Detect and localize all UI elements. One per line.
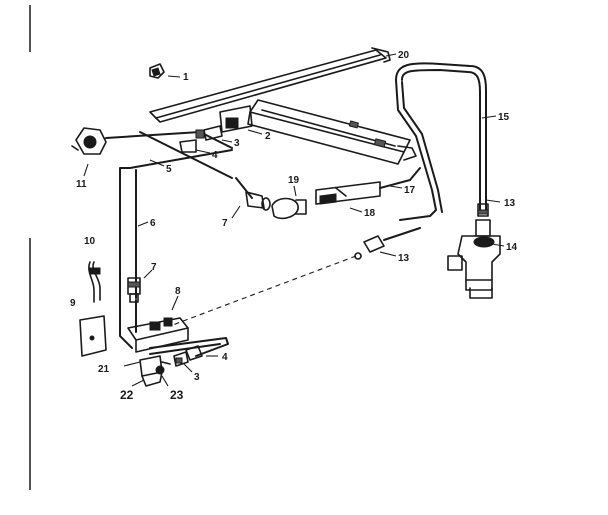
- callout-22: 22: [120, 388, 134, 402]
- fitting-part-4-lower: [185, 345, 203, 361]
- callout-2: 2: [265, 131, 271, 142]
- clip-part-1: [149, 63, 165, 79]
- callout-20: 20: [398, 50, 410, 61]
- tube-to-fittings-lower: [149, 337, 229, 357]
- callout-23: 23: [170, 388, 184, 402]
- fitting-part-3-lower: [173, 351, 189, 367]
- callout-13-upper: 13: [504, 198, 516, 209]
- callout-11: 11: [76, 179, 87, 190]
- burner-rail-part-20: [149, 47, 391, 123]
- gas-tube-part-5: [105, 131, 253, 301]
- callout-7-upper: 7: [222, 218, 228, 229]
- callout-4-lower: 4: [222, 352, 228, 363]
- plate-part-9: [79, 315, 107, 357]
- fitting-part-7-upper: [245, 191, 271, 211]
- callout-7-lower: 7: [151, 262, 157, 273]
- callout-13-lower: 13: [398, 253, 410, 264]
- callout-8: 8: [175, 286, 181, 297]
- small-burner-part-18: [315, 181, 381, 205]
- burner-bar-part-2: [219, 99, 417, 165]
- tube-part-17: [379, 167, 421, 189]
- dashed-gas-line: [169, 255, 357, 327]
- callout-15: 15: [498, 112, 510, 123]
- callout-5: 5: [166, 164, 172, 175]
- orifice-elbow-part-19: [271, 197, 307, 220]
- leader-lines: [83, 53, 505, 387]
- regulator-part-14: [447, 219, 501, 299]
- callout-1: 1: [183, 72, 189, 83]
- callout-6: 6: [150, 218, 156, 229]
- valve-knob-part-11: [71, 127, 107, 155]
- callout-3-upper: 3: [234, 138, 240, 149]
- callout-18: 18: [364, 208, 376, 219]
- callout-3-lower: 3: [194, 372, 200, 383]
- valve-body-parts-21-22-23: [139, 355, 171, 387]
- gas-tube-part-15: [395, 62, 487, 221]
- tube-part-6: [119, 299, 137, 349]
- callout-17: 17: [404, 185, 416, 196]
- callout-19: 19: [288, 175, 300, 186]
- callout-14: 14: [506, 242, 518, 253]
- callout-4-upper: 4: [212, 150, 218, 161]
- callout-10: 10: [84, 236, 96, 247]
- fitting-part-3-upper: [195, 125, 223, 141]
- callout-9: 9: [70, 298, 76, 309]
- thermocouple-clip-part-10: [88, 261, 101, 303]
- fitting-part-4-upper: [179, 139, 197, 153]
- callout-21: 21: [98, 364, 110, 375]
- fitting-part-13-upper: [477, 203, 489, 217]
- fitting-part-7-lower: [127, 277, 141, 303]
